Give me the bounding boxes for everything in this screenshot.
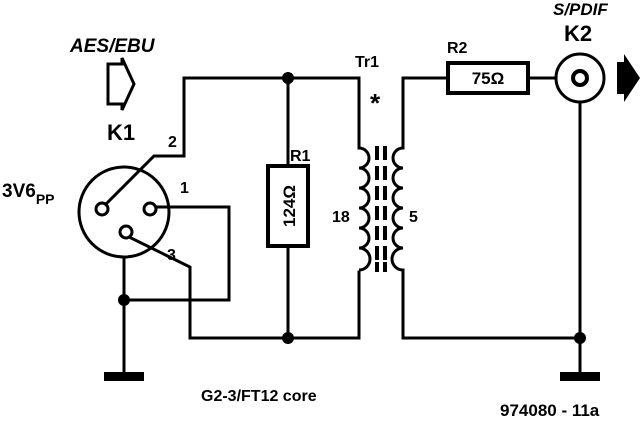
secondary-turns-label: 5: [409, 209, 418, 226]
primary-winding: [358, 146, 372, 272]
r1-body: [266, 164, 310, 248]
k2-ground-junction: [574, 332, 586, 344]
k1-ground-symbol: [104, 372, 144, 381]
tr1-dot-mark: *: [370, 88, 381, 118]
wire-pin1: [122, 205, 231, 302]
k2-coax-inner: [571, 69, 589, 87]
secondary-winding: [390, 146, 404, 272]
pin-1-label: 1: [180, 180, 189, 197]
k2-ground-symbol: [560, 372, 600, 381]
figure-id: 974080 - 11a: [500, 401, 600, 420]
input-level-label: 3V6PP: [2, 181, 55, 207]
input-arrow-icon: [106, 57, 136, 111]
transformer-core: [375, 146, 387, 272]
pin-2-label: 2: [168, 134, 177, 151]
secondary-lead-top: [401, 76, 450, 150]
k1-ground-junction: [118, 294, 130, 306]
r1-label: R1: [290, 148, 311, 165]
pin-3-label: 3: [167, 247, 176, 264]
k2-label: K2: [564, 21, 592, 46]
core-note: G2-3/FT12 core: [201, 388, 317, 405]
k1-pin-2: [94, 201, 110, 217]
r1-value: 124Ω: [280, 185, 299, 227]
tr1-label: Tr1: [355, 54, 379, 71]
k1-pin-1: [142, 201, 158, 217]
secondary-lead-bottom: [401, 268, 582, 340]
output-arrow-icon: [617, 54, 640, 102]
r2-label: R2: [447, 40, 468, 57]
wire-pin2: [103, 76, 292, 207]
primary-turns-label: 18: [332, 209, 350, 226]
k1-pin-3: [118, 224, 134, 240]
spdif-label: S/PDIF: [553, 0, 608, 19]
aes-ebu-label: AES/EBU: [69, 36, 156, 57]
k1-label: K1: [107, 120, 135, 145]
r2-value: 75Ω: [472, 69, 505, 88]
wire-pin3: [128, 235, 292, 340]
